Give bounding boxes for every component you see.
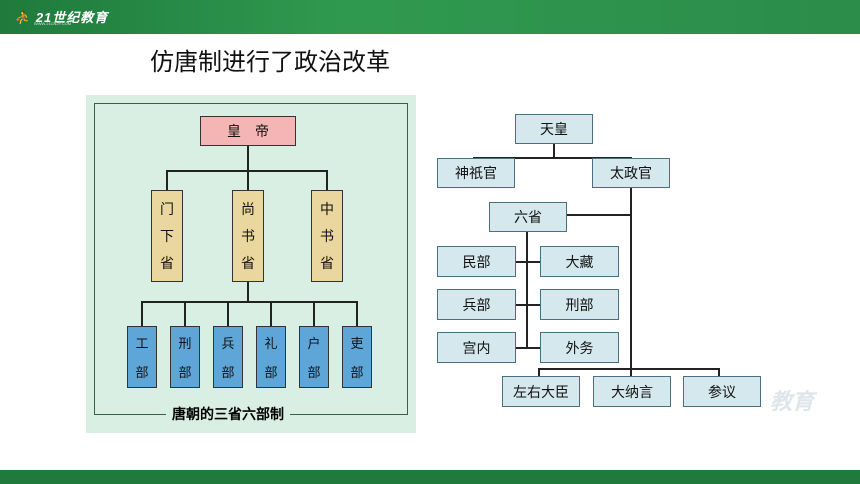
runner-icon: ⛹: [14, 10, 32, 25]
sheng-char: 书: [241, 228, 255, 245]
connector: [566, 214, 632, 216]
connector: [166, 170, 168, 190]
connector: [630, 368, 632, 376]
shangshu-sheng-box: 尚 书 省: [232, 190, 264, 282]
sheng-char: 尚: [241, 201, 255, 218]
daijokan-box: 太政官: [592, 158, 670, 188]
bu-char: 部: [135, 366, 149, 381]
connector: [326, 170, 328, 190]
emperor-box: 皇帝: [200, 116, 296, 146]
connector: [184, 301, 186, 326]
tang-diagram-caption: 唐朝的三省六部制: [166, 404, 290, 424]
connector: [247, 282, 249, 302]
connector: [526, 230, 528, 348]
sheng-char: 省: [160, 256, 174, 273]
connector: [516, 261, 540, 263]
bu-char: 户: [307, 337, 321, 352]
tenno-box: 天皇: [515, 114, 593, 144]
sheng-char: 书: [320, 228, 334, 245]
logo-subtext: WWW.21CNJY.COM: [34, 21, 72, 26]
bu-char: 部: [221, 366, 235, 381]
connector: [516, 304, 540, 306]
sheng-char: 中: [320, 201, 334, 218]
connector: [270, 301, 272, 326]
bingbu-box: 兵 部: [213, 326, 243, 388]
dainagon-box: 大纳言: [593, 376, 671, 407]
gaimu-box: 外务: [540, 332, 619, 363]
header-bar: ⛹ 21世纪教育 WWW.21CNJY.COM: [0, 0, 860, 34]
sangi-box: 参议: [683, 376, 761, 407]
hyobu-box: 兵部: [437, 289, 516, 320]
connector: [538, 368, 540, 376]
connector: [227, 301, 229, 326]
sheng-char: 省: [320, 256, 334, 273]
connector: [473, 157, 632, 159]
bu-char: 部: [350, 366, 364, 381]
liusheng-box: 六省: [489, 202, 567, 232]
connector: [247, 170, 249, 190]
xingbu-box: 刑 部: [170, 326, 200, 388]
gongbu-box: 工 部: [127, 326, 157, 388]
connector: [718, 368, 720, 376]
sheng-char: 门: [160, 201, 174, 218]
zhongshu-sheng-box: 中 书 省: [311, 190, 343, 282]
bu-char: 吏: [350, 337, 364, 352]
bu-char: 工: [135, 337, 149, 352]
bu-char: 礼: [264, 337, 278, 352]
bu-char: 刑: [178, 337, 192, 352]
connector: [356, 301, 358, 326]
connector: [538, 368, 720, 370]
slide-title: 仿唐制进行了政治改革: [150, 48, 390, 76]
connector: [630, 188, 632, 370]
bu-char: 部: [307, 366, 321, 381]
connector: [313, 301, 315, 326]
sheng-char: 下: [160, 228, 174, 245]
libu-personnel-box: 吏 部: [342, 326, 372, 388]
hubu-box: 户 部: [299, 326, 329, 388]
watermark: 教育: [770, 389, 815, 414]
connector: [141, 301, 357, 303]
connector: [247, 146, 249, 170]
jingiguan-box: 神祇官: [437, 158, 515, 188]
logo-text: 21世纪教育: [35, 10, 109, 25]
bu-char: 部: [264, 366, 278, 381]
sadaijin-box: 左右大臣: [502, 376, 580, 407]
okura-box: 大藏: [540, 246, 619, 277]
connector: [516, 347, 540, 349]
bu-char: 兵: [221, 337, 235, 352]
libu-box: 礼 部: [256, 326, 286, 388]
site-logo[interactable]: ⛹ 21世纪教育 WWW.21CNJY.COM: [14, 7, 108, 26]
connector: [553, 144, 555, 158]
bu-char: 部: [178, 366, 192, 381]
kunaisho-box: 宫内: [437, 332, 516, 363]
footer-bar: [0, 470, 860, 484]
gyobu-box: 刑部: [540, 289, 619, 320]
sheng-char: 省: [241, 256, 255, 273]
connector: [141, 301, 143, 326]
menxia-sheng-box: 门 下 省: [151, 190, 183, 282]
minbu-box: 民部: [437, 246, 516, 277]
